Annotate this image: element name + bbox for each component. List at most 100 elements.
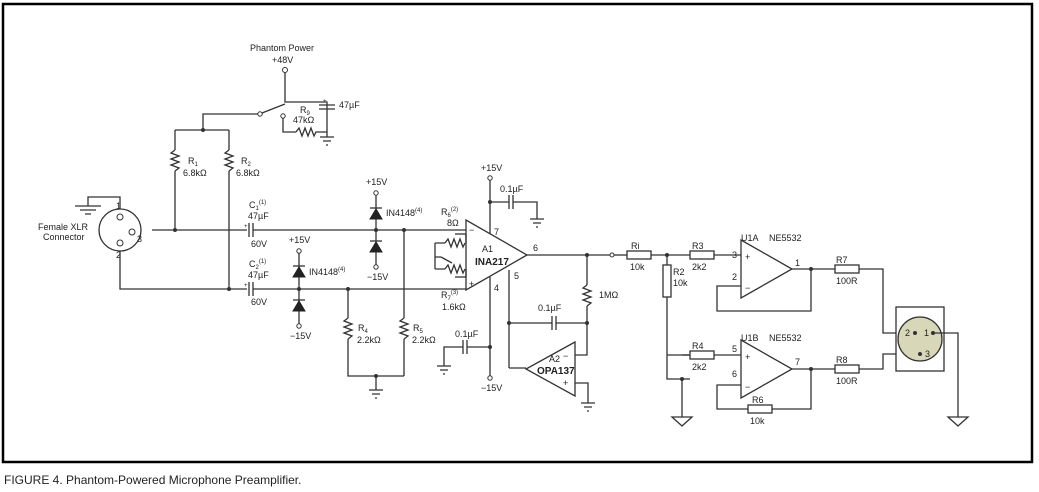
svg-text:+: + bbox=[244, 224, 248, 230]
output-stage: Ri 10k R2 10k R3 2k2 U1A NE5532 + − 3 2 … bbox=[614, 233, 970, 427]
r5-name: R5 bbox=[413, 323, 424, 335]
c1-value: 47µF bbox=[248, 211, 269, 221]
svg-text:1: 1 bbox=[795, 258, 800, 268]
u1b-name: U1B bbox=[741, 333, 759, 343]
r7b-name: R7 bbox=[836, 255, 848, 265]
svg-text:+: + bbox=[323, 99, 327, 105]
u1a-name: U1A bbox=[741, 233, 759, 243]
svg-text:6: 6 bbox=[533, 243, 538, 253]
svg-text:6: 6 bbox=[732, 369, 737, 379]
svg-text:−: − bbox=[563, 351, 568, 361]
a1-name: A1 bbox=[482, 244, 493, 254]
xlr-input-label-1: Female XLR bbox=[38, 222, 89, 232]
r4b-resistor bbox=[689, 350, 715, 360]
r9-resistor bbox=[295, 126, 327, 138]
ri-resistor bbox=[626, 250, 652, 260]
c2-value: 47µF bbox=[248, 270, 269, 280]
c1-name: C1(1) bbox=[249, 200, 266, 212]
svg-text:5: 5 bbox=[514, 271, 519, 281]
xlr-input-label-2: Connector bbox=[43, 232, 85, 242]
r7b-value: 100R bbox=[836, 276, 858, 286]
r-servo-resistor bbox=[581, 284, 593, 307]
termination-resistors: R4 2.2kΩ R5 2.2kΩ bbox=[342, 228, 436, 399]
svg-text:3: 3 bbox=[925, 349, 930, 359]
phantom-switch-arm bbox=[261, 103, 286, 114]
r2-name: R2 bbox=[241, 156, 252, 168]
svg-text:+: + bbox=[745, 352, 750, 362]
r2-resistor bbox=[223, 149, 235, 172]
c-bypass-pos-value: 0.1µF bbox=[500, 184, 524, 194]
r3-resistor bbox=[689, 250, 715, 260]
r6b-resistor bbox=[747, 404, 773, 414]
diode-bottom-supply-pos: +15V bbox=[289, 235, 310, 245]
diode-top-part: IN4148(4) bbox=[386, 208, 422, 218]
c-servo-value: 0.1µF bbox=[538, 303, 562, 313]
r1-resistor bbox=[169, 149, 181, 172]
a1-ina217: − + A1 INA217 +15V 7 0.1µF 4 0.1µF −15V bbox=[434, 163, 615, 393]
r6-name: R6(2) bbox=[441, 207, 458, 219]
termination-ground bbox=[369, 389, 383, 399]
r5-resistor bbox=[398, 317, 410, 340]
a2-name: A2 bbox=[549, 354, 560, 364]
r7-name: R7(3) bbox=[441, 290, 458, 302]
svg-text:+: + bbox=[745, 252, 750, 262]
r-servo-value: 1MΩ bbox=[599, 290, 619, 300]
r4-name: R4 bbox=[358, 323, 369, 335]
r1-value: 6.8kΩ bbox=[183, 168, 207, 178]
ri-value: 10k bbox=[630, 262, 645, 272]
c-bypass-neg-value: 0.1µF bbox=[455, 329, 479, 339]
r6-resistor bbox=[444, 237, 466, 249]
a2-servo-section: 1MΩ 0.1µF − + A2 OPA137 bbox=[507, 255, 619, 412]
c2-capacitor bbox=[248, 282, 254, 296]
xlr-input-section: 1 2 3 Female XLR Connector bbox=[38, 196, 247, 290]
phantom-ground bbox=[320, 136, 334, 146]
phantom-power-title: Phantom Power bbox=[250, 43, 314, 53]
r8b-value: 100R bbox=[836, 376, 858, 386]
svg-text:−: − bbox=[745, 382, 750, 392]
svg-text:5: 5 bbox=[732, 344, 737, 354]
diode-bottom-upper bbox=[292, 266, 306, 278]
svg-text:4: 4 bbox=[494, 283, 499, 293]
xlr-output-face bbox=[897, 316, 943, 362]
r4b-value: 2k2 bbox=[692, 362, 707, 372]
r7-value: 1.6kΩ bbox=[442, 302, 466, 312]
svg-text:−: − bbox=[469, 225, 474, 235]
a1-supply-pos: +15V bbox=[481, 163, 502, 173]
svg-text:+: + bbox=[244, 283, 248, 289]
diode-top-upper bbox=[369, 208, 383, 220]
phantom-cap-value: 47µF bbox=[339, 100, 360, 110]
svg-text:+: + bbox=[469, 279, 474, 289]
svg-text:2: 2 bbox=[116, 250, 121, 260]
c-servo bbox=[551, 316, 557, 330]
a1-triangle bbox=[465, 218, 529, 292]
r7-resistor bbox=[435, 263, 467, 277]
coupling-capacitors: + C1(1) 47µF 60V + C2(1) 47µF 60V bbox=[244, 200, 466, 307]
svg-text:1: 1 bbox=[116, 201, 121, 211]
r2b-name: R2 bbox=[673, 267, 685, 277]
r1-name: R1 bbox=[188, 156, 199, 168]
svg-text:2: 2 bbox=[732, 272, 737, 282]
phantom-capacitor bbox=[319, 104, 335, 110]
c-bypass-neg bbox=[462, 340, 468, 354]
u1a-triangle bbox=[740, 238, 794, 300]
r2b-value: 10k bbox=[673, 278, 688, 288]
u1a-part: NE5532 bbox=[769, 233, 802, 243]
a2-triangle bbox=[524, 340, 576, 398]
diode-top-supply-neg: −15V bbox=[367, 272, 388, 282]
phantom-switch-contact-b bbox=[280, 113, 286, 119]
output-ground-right bbox=[946, 416, 970, 427]
r4b-name: R4 bbox=[692, 341, 704, 351]
figure-frame bbox=[1, 2, 1034, 464]
r9-value: 47kΩ bbox=[293, 115, 315, 125]
bias-resistors: R1 6.8kΩ R2 6.8kΩ bbox=[169, 130, 260, 291]
diode-clamp-bottom: +15V −15V IN4148(4) bbox=[289, 235, 345, 341]
r2b-resistor bbox=[662, 264, 672, 298]
diode-bottom-lower bbox=[292, 300, 306, 312]
r2-value: 6.8kΩ bbox=[236, 168, 260, 178]
diode-bottom-part: IN4148(4) bbox=[309, 267, 345, 277]
r3-name: R3 bbox=[692, 241, 704, 251]
c1-voltage: 60V bbox=[251, 239, 267, 249]
xlr-input-ground bbox=[75, 205, 101, 215]
r8b-name: R8 bbox=[836, 355, 848, 365]
